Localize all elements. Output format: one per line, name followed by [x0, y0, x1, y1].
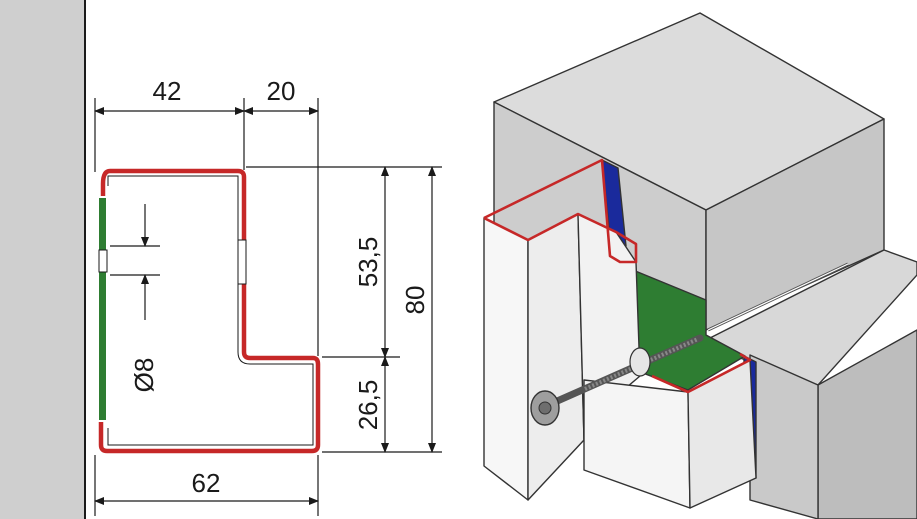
right-dimension-lines: [246, 166, 442, 453]
top-dimension-lines: [94, 98, 319, 356]
cross-section-view: Ø8 42 20 62 53,5 26,5 80: [0, 0, 442, 519]
isometric-view: [483, 12, 917, 519]
screw-drive-icon: [538, 401, 552, 415]
profile-slot: [237, 239, 247, 285]
screw-shaft: [551, 334, 704, 406]
wall-background: [0, 0, 84, 519]
hole-diameter-label: Ø8: [129, 358, 159, 393]
gasket-strip-upper: [99, 198, 106, 250]
bottom-dimension-lines: [94, 455, 319, 516]
dim-label-42: 42: [153, 76, 182, 106]
dim-label-80: 80: [400, 286, 430, 315]
profile-red-edge-top: [483, 158, 638, 264]
hole-dimension: [110, 204, 160, 320]
screw-washer: [629, 347, 651, 377]
profile-red-edge-lower: [651, 352, 752, 394]
dim-label-62: 62: [192, 468, 221, 498]
profile-section-outline: [98, 168, 321, 454]
profile-side-face: [527, 213, 585, 501]
dim-label-26-5: 26,5: [353, 380, 383, 431]
dim-label-53-5: 53,5: [353, 237, 383, 288]
hole-marker: [98, 249, 108, 273]
dim-label-20: 20: [267, 76, 296, 106]
profile-front-face: [483, 217, 529, 501]
gasket-strip-lower: [99, 272, 106, 420]
joint-line-highlight: [707, 263, 849, 331]
profile-section-inner: [107, 175, 314, 446]
profile-lower-face: [583, 379, 691, 509]
